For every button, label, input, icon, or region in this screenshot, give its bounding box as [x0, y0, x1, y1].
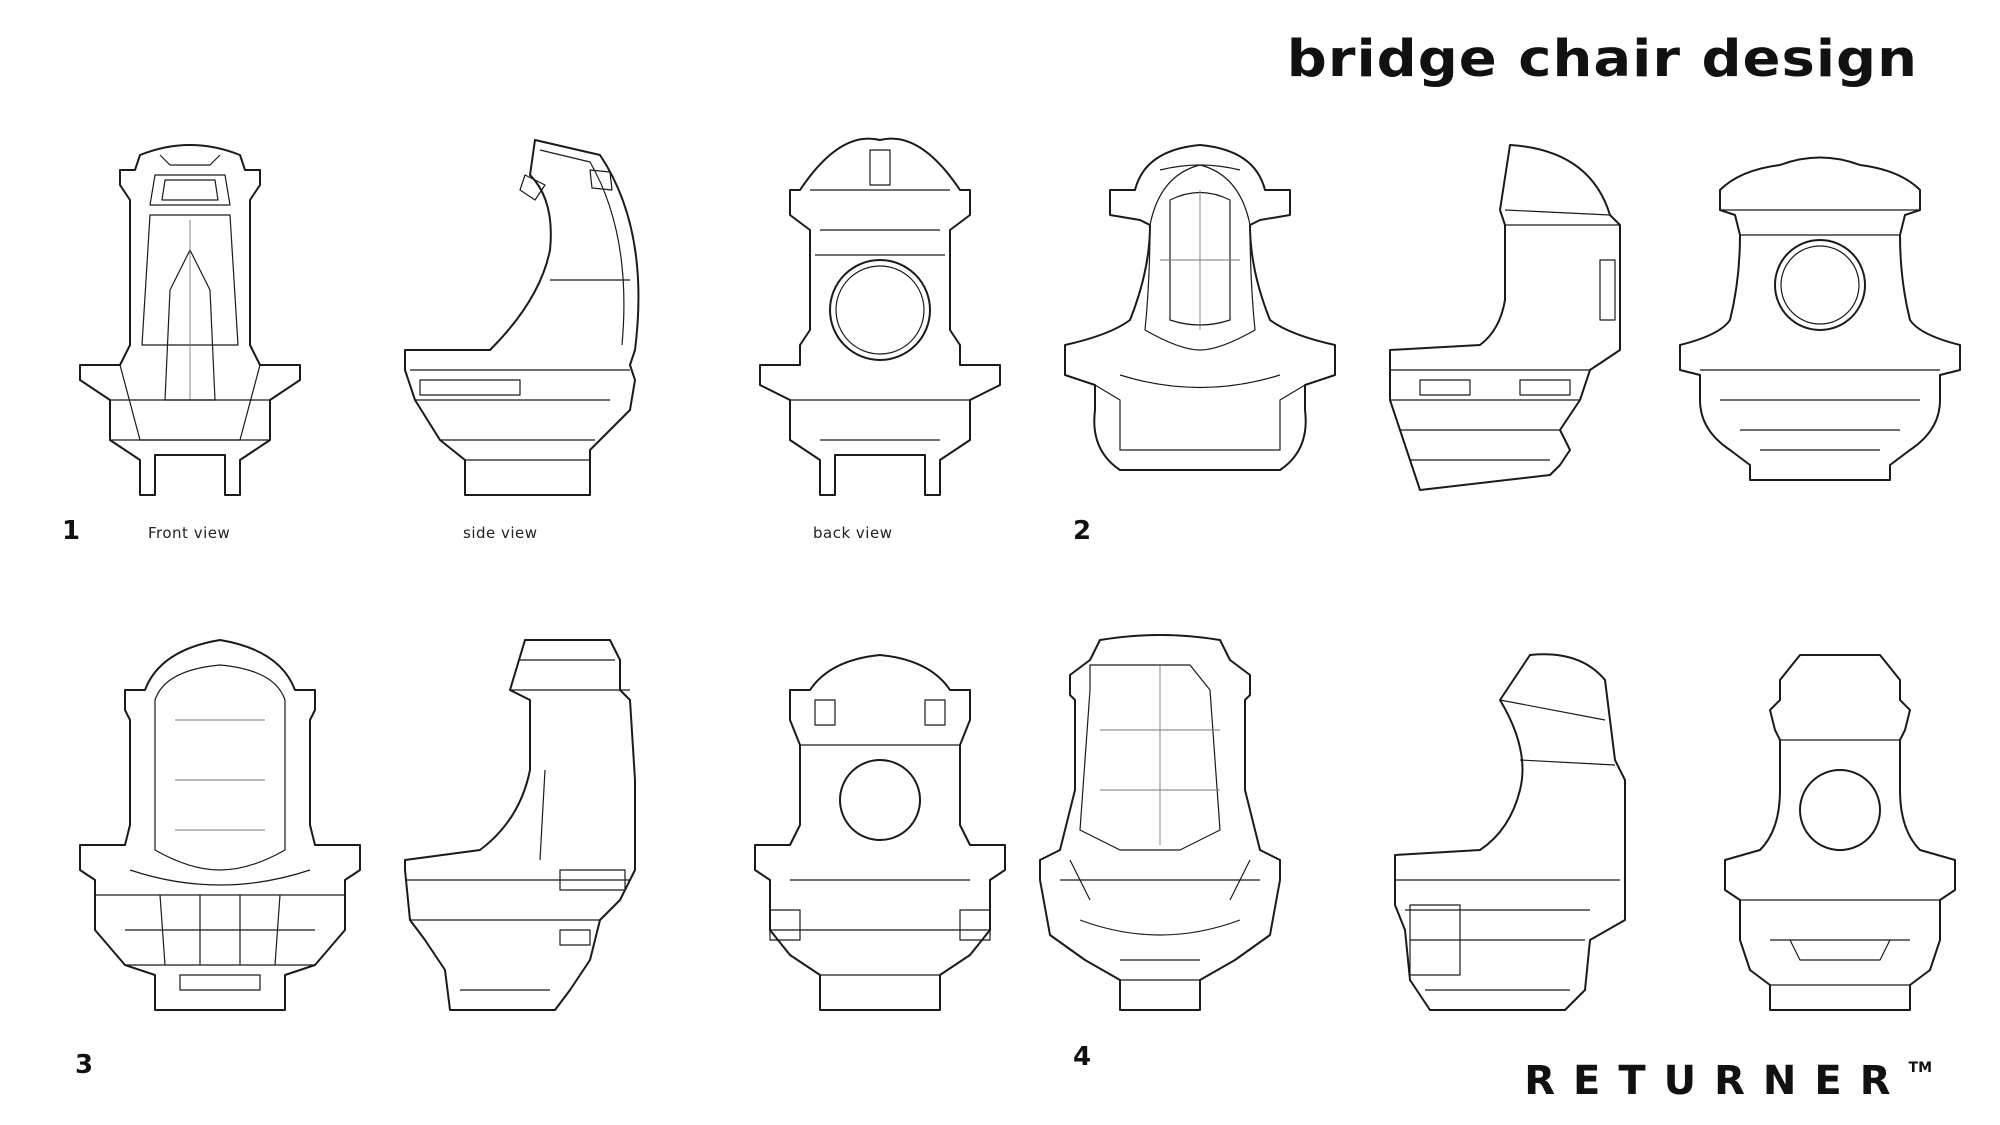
design-2-side-view — [1389, 144, 1621, 491]
design-1-front-view — [79, 144, 301, 496]
design-1-back-view — [759, 137, 1001, 496]
design-3-back-view — [754, 654, 1006, 1011]
design-number-1: 1 — [62, 516, 81, 546]
design-1-side-view — [404, 139, 640, 496]
caption-back-view: back view — [813, 524, 893, 542]
sheet-title: bridge chair design — [1286, 30, 1918, 89]
design-4-front-view — [1039, 634, 1281, 1011]
design-3-side-view — [404, 639, 636, 1011]
brand-name: RETURNER — [1524, 1058, 1909, 1104]
design-4-side-view — [1394, 653, 1626, 1011]
trademark-mark: TM — [1908, 1060, 1932, 1076]
design-3-front-view — [79, 639, 361, 1011]
caption-side-view: side view — [463, 524, 538, 542]
caption-front-view: Front view — [148, 524, 231, 542]
design-4-back-view — [1724, 654, 1956, 1011]
design-2-back-view — [1679, 156, 1961, 481]
design-number-2: 2 — [1073, 516, 1092, 546]
design-2-front-view — [1064, 144, 1336, 471]
returner-logo: RETURNERTM — [1524, 1058, 1932, 1104]
design-number-3: 3 — [75, 1050, 94, 1080]
design-number-4: 4 — [1073, 1042, 1092, 1072]
